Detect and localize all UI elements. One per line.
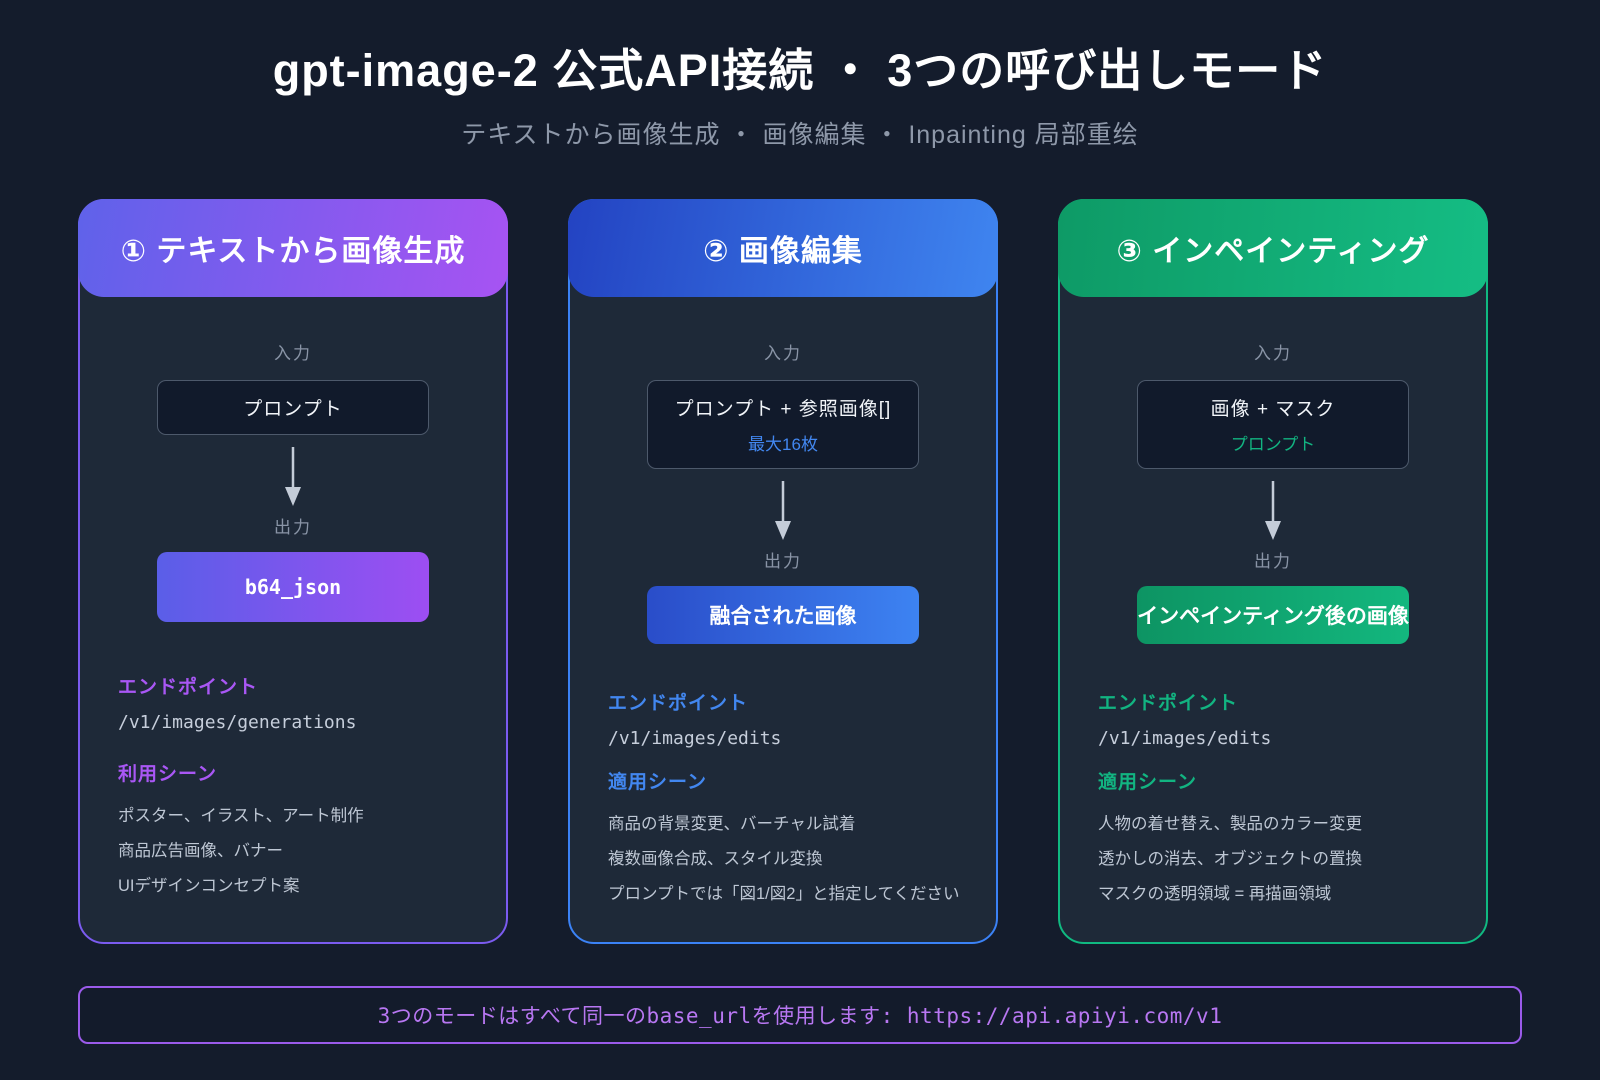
scene-item: プロンプトでは「図1/図2」と指定してください <box>608 885 960 903</box>
scene-item: ポスター、イラスト、アート制作 <box>118 807 364 825</box>
scene-item: 透かしの消去、オブジェクトの置換 <box>1098 850 1362 868</box>
input-main-text: 画像 + マスク <box>1210 399 1336 420</box>
card-title: ③ インペインティング <box>1116 235 1430 268</box>
output-label: 出力 <box>764 552 802 571</box>
card-title: ① テキストから画像生成 <box>120 235 466 268</box>
page-title: gpt-image-2 公式API接続 ・ 3つの呼び出しモード <box>272 45 1328 96</box>
card-inpainting-header: ③ インペインティング <box>1058 199 1488 297</box>
scene-item: UIデザインコンセプト案 <box>118 877 300 895</box>
endpoint-heading: エンドポイント <box>608 693 749 714</box>
endpoint-path: /v1/images/edits <box>608 728 782 749</box>
output-label: 出力 <box>274 518 312 537</box>
scene-heading: 適用シーン <box>1098 772 1198 793</box>
input-box: 画像 + マスク プロンプト <box>1137 380 1409 469</box>
output-badge: b64_json <box>157 552 429 622</box>
card-info-section: エンドポイント /v1/images/edits 適用シーン 人物の着せ替え、製… <box>1060 688 1486 942</box>
input-main-text: プロンプト + 参照画像[] <box>674 399 892 420</box>
page-subtitle: テキストから画像生成 ・ 画像編集 ・ Inpainting 局部重绘 <box>461 121 1139 149</box>
down-arrow-icon <box>775 481 791 540</box>
scene-heading: 利用シーン <box>118 764 218 785</box>
output-badge: インペインティング後の画像 <box>1137 586 1409 644</box>
input-box: プロンプト <box>157 380 429 435</box>
base-url-banner: 3つのモードはすべて同一のbase_urlを使用します: https://api… <box>78 986 1522 1044</box>
endpoint-heading: エンドポイント <box>1098 693 1239 714</box>
scene-item: 商品広告画像、バナー <box>118 842 283 860</box>
mode-cards-row: ① テキストから画像生成 入力 プロンプト 出力 b64_json エンドポイン… <box>78 199 1600 944</box>
scene-item: 人物の着せ替え、製品のカラー変更 <box>1098 815 1362 833</box>
card-title: ② 画像編集 <box>703 235 863 268</box>
input-sub-text: プロンプト <box>1230 435 1316 454</box>
scene-item: マスクの透明領域 = 再描画領域 <box>1098 885 1332 903</box>
card-text-to-image-header: ① テキストから画像生成 <box>78 199 508 297</box>
output-badge: 融合された画像 <box>647 586 919 644</box>
card-image-edit-header: ② 画像編集 <box>568 199 998 297</box>
scene-heading: 適用シーン <box>608 772 708 793</box>
card-image-edit: ② 画像編集 入力 プロンプト + 参照画像[] 最大16枚 出力 融合された画… <box>568 199 998 944</box>
input-sub-text: 最大16枚 <box>748 435 818 454</box>
down-arrow-icon <box>285 447 301 506</box>
input-label: 入力 <box>274 344 312 363</box>
input-main-text: プロンプト <box>243 399 343 420</box>
scene-item: 複数画像合成、スタイル変換 <box>608 850 823 868</box>
input-box: プロンプト + 参照画像[] 最大16枚 <box>647 380 919 469</box>
down-arrow-icon <box>1265 481 1281 540</box>
endpoint-heading: エンドポイント <box>118 677 259 698</box>
base-url-text: 3つのモードはすべて同一のbase_urlを使用します: https://api… <box>377 1004 1223 1028</box>
output-label: 出力 <box>1254 552 1292 571</box>
card-info-section: エンドポイント /v1/images/generations 利用シーン ポスタ… <box>80 672 506 934</box>
endpoint-path: /v1/images/generations <box>118 712 357 733</box>
card-text-to-image: ① テキストから画像生成 入力 プロンプト 出力 b64_json エンドポイン… <box>78 199 508 944</box>
input-label: 入力 <box>764 344 802 363</box>
card-info-section: エンドポイント /v1/images/edits 適用シーン 商品の背景変更、バ… <box>570 688 996 942</box>
endpoint-path: /v1/images/edits <box>1098 728 1272 749</box>
input-label: 入力 <box>1254 344 1292 363</box>
card-inpainting: ③ インペインティング 入力 画像 + マスク プロンプト 出力 インペインティ… <box>1058 199 1488 944</box>
scene-item: 商品の背景変更、バーチャル試着 <box>608 815 856 833</box>
